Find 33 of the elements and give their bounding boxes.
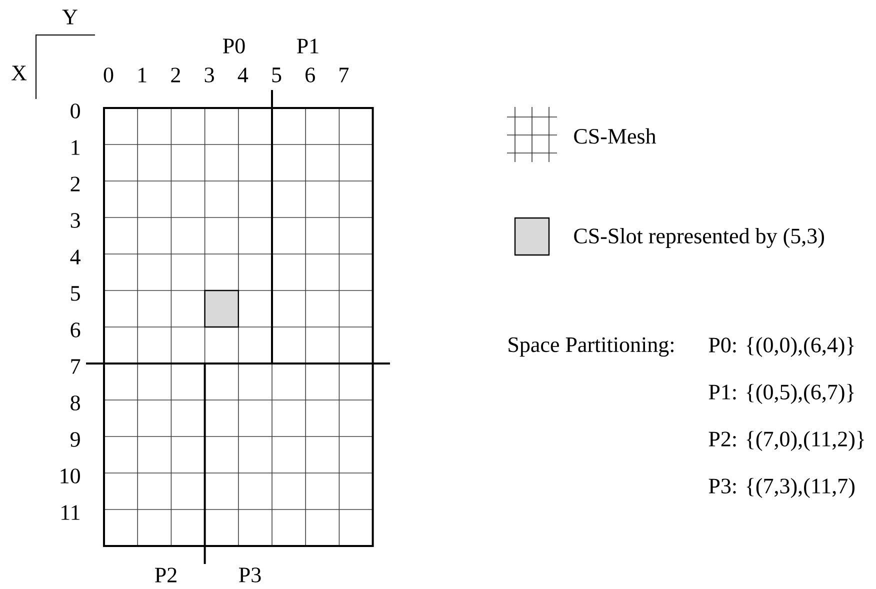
partition-label: P2 bbox=[155, 568, 176, 582]
partition-label: P0 bbox=[223, 38, 245, 54]
row-number: 3 bbox=[70, 213, 80, 228]
legend-label: CS-Slot represented by (5,3) bbox=[574, 228, 824, 248]
row-number: 4 bbox=[70, 250, 80, 264]
partition-range: P1: {(0,5),(6,7)} bbox=[708, 384, 854, 404]
partition-range: P0: {(0,0),(6,4)} bbox=[708, 337, 854, 357]
row-number: 10 bbox=[60, 468, 80, 484]
column-number: 2 bbox=[171, 68, 180, 82]
axis-label: Y bbox=[62, 10, 78, 24]
row-number: 7 bbox=[71, 359, 80, 374]
column-number: 1 bbox=[138, 68, 146, 82]
row-number: 11 bbox=[62, 505, 80, 520]
row-number: 2 bbox=[70, 176, 80, 192]
row-number: 1 bbox=[72, 140, 80, 155]
partition-heading: Space Partitioning: bbox=[508, 337, 674, 357]
row-number: 5 bbox=[71, 286, 80, 301]
partition-range: P3: {(7,3),(11,7) bbox=[708, 478, 854, 498]
column-number: 7 bbox=[340, 68, 349, 82]
partition-label: P1 bbox=[297, 38, 318, 54]
column-number: 0 bbox=[104, 68, 114, 82]
column-number: 4 bbox=[238, 68, 248, 82]
axis-label: X bbox=[12, 66, 27, 80]
legend-label: CS-Mesh bbox=[574, 128, 656, 144]
row-number: 8 bbox=[70, 396, 80, 410]
row-number: 6 bbox=[70, 322, 80, 338]
row-number: 9 bbox=[70, 432, 80, 447]
column-number: 3 bbox=[204, 68, 214, 82]
column-number: 6 bbox=[306, 68, 315, 82]
partition-range: P2: {(7,0),(11,2)} bbox=[708, 431, 864, 451]
column-number: 5 bbox=[272, 68, 282, 82]
row-number: 0 bbox=[70, 104, 80, 118]
partition-label: P3 bbox=[239, 568, 261, 582]
